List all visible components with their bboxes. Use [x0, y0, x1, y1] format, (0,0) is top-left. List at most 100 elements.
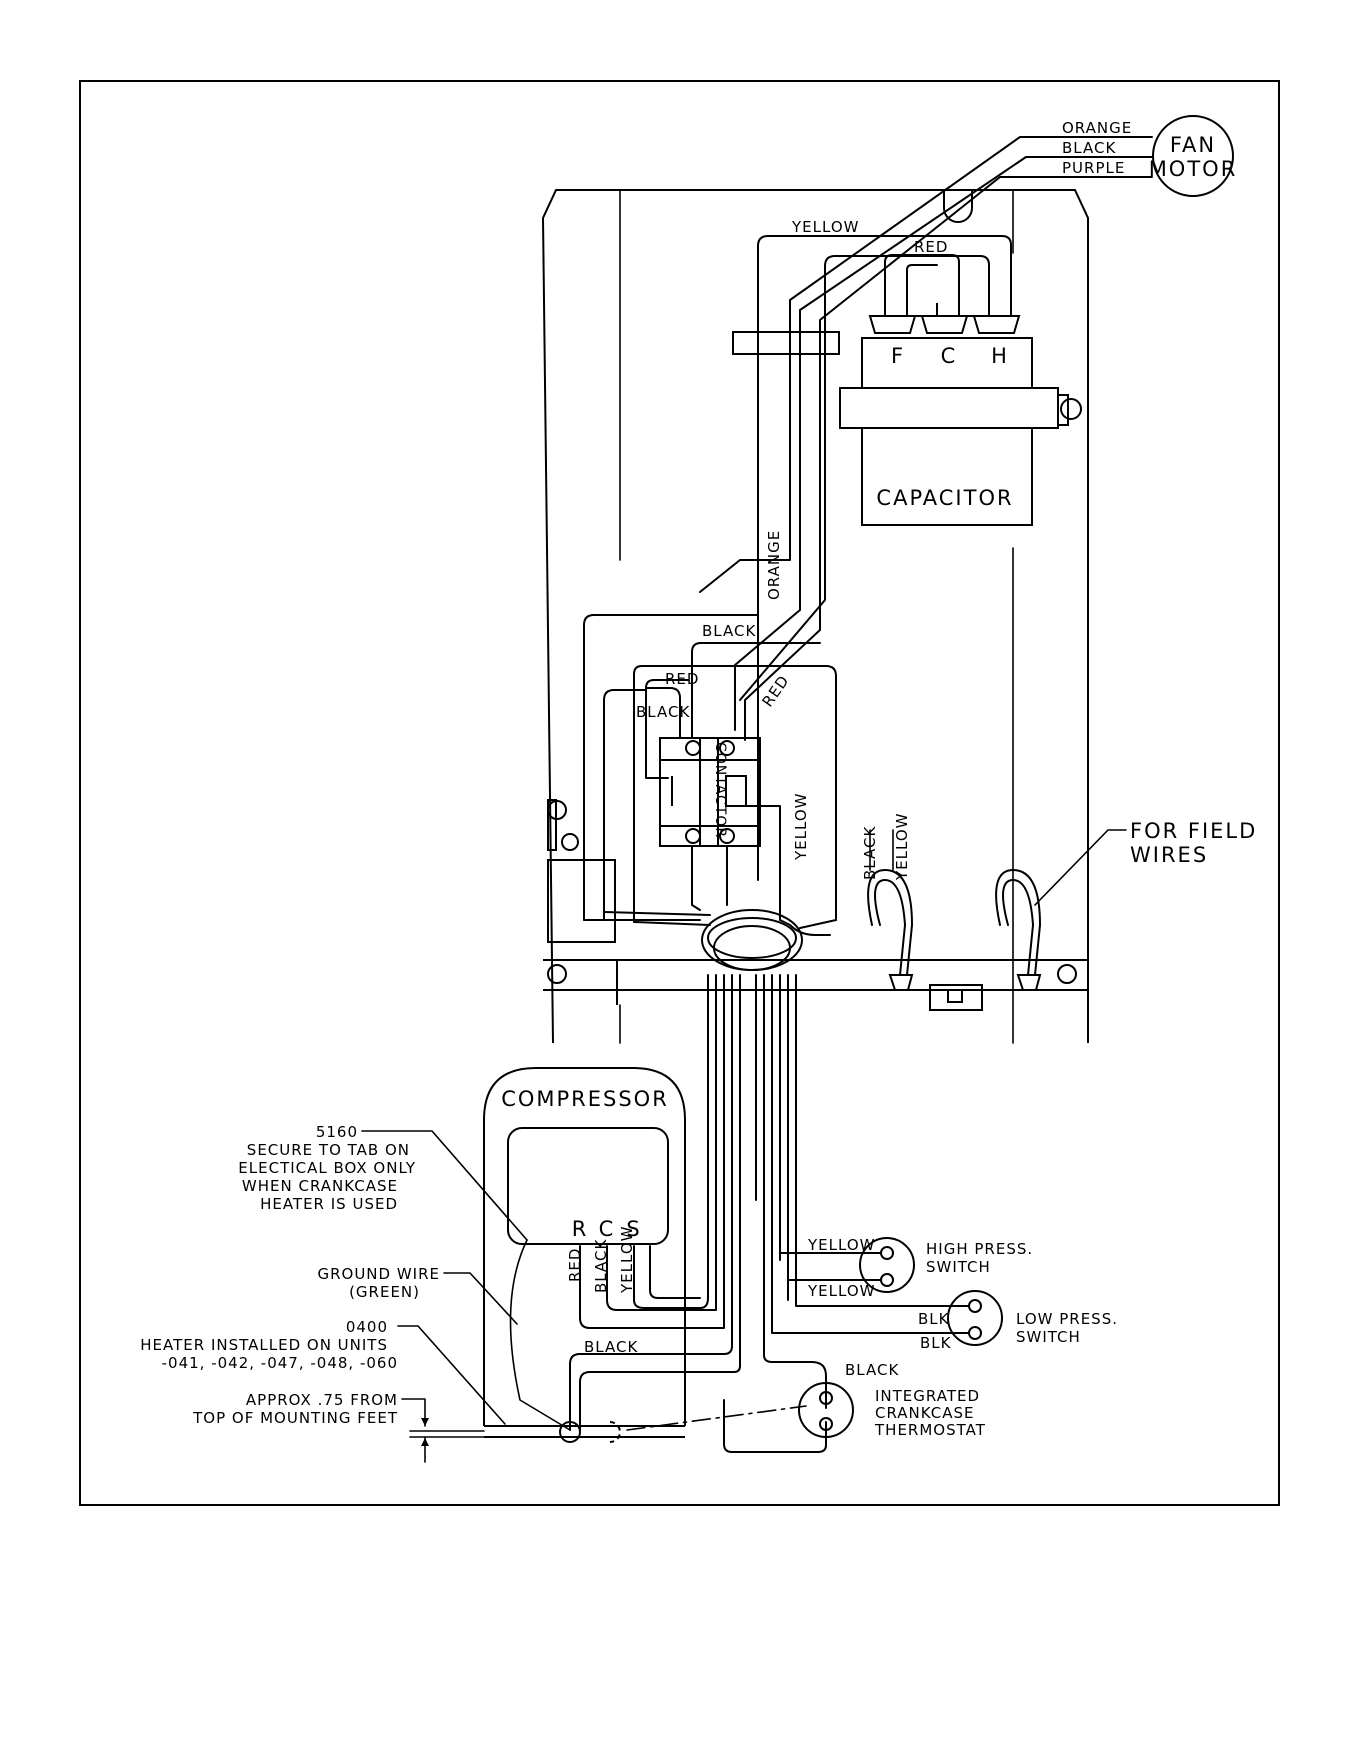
- contactor: CONTACTOR: [659, 737, 761, 847]
- low-press-line-1: LOW PRESS.: [1016, 1310, 1118, 1328]
- secure-tab-line-2: SECURE TO TAB ON: [247, 1141, 410, 1159]
- high-press-line-2: SWITCH: [926, 1258, 991, 1276]
- fan-wire-black: BLACK: [1062, 139, 1116, 157]
- fan-motor: FAN MOTOR: [1149, 115, 1238, 197]
- label-yellow-top: YELLOW: [791, 218, 859, 236]
- compressor: COMPRESSOR R C S: [483, 1067, 686, 1438]
- label-thermostat-black: BLACK: [845, 1361, 899, 1379]
- wire-left-loop: [603, 689, 647, 921]
- thermostat-line-3: THERMOSTAT: [874, 1421, 986, 1439]
- wire-comp-red: [579, 1245, 725, 1329]
- fan-wire-orange: ORANGE: [1062, 119, 1132, 137]
- compressor-title: COMPRESSOR: [501, 1087, 669, 1111]
- wire-red-cap-2: [906, 264, 938, 304]
- label-comp-black: BLACK: [592, 1239, 610, 1293]
- diagram-border: [79, 80, 1280, 1506]
- wire-red-cap-main: [739, 255, 990, 701]
- wire-clip: [732, 331, 840, 355]
- wire-orange-down: [583, 614, 759, 921]
- main-wire-bundle: [715, 974, 797, 1346]
- secure-tab-line-1: 5160: [316, 1123, 358, 1141]
- label-black-upper: BLACK: [702, 622, 756, 640]
- heater-line-1: 0400: [346, 1318, 388, 1336]
- grommet: [583, 909, 837, 971]
- field-wires-line-2: WIRES: [1130, 843, 1208, 867]
- crankcase-thermostat: [798, 1382, 854, 1438]
- compressor-terminal-r: R: [572, 1217, 589, 1241]
- annotation-approx: APPROX .75 FROM TOP OF MOUNTING FEET: [192, 1391, 485, 1463]
- wire-contactor-down-l: [691, 845, 701, 911]
- wire-black-upper: [691, 642, 821, 739]
- high-press-wire-bottom: YELLOW: [807, 1282, 875, 1300]
- heater-line-3: -041, -042, -047, -048, -060: [162, 1354, 398, 1372]
- wire-thermostat-2: [723, 1399, 827, 1453]
- label-red-upper: RED: [665, 670, 699, 688]
- field-wires-leader: [1034, 829, 1127, 906]
- label-black-field: BLACK: [861, 826, 879, 880]
- capacitor: F C H CAPACITOR: [839, 303, 1082, 526]
- wire-red-loop: [633, 665, 837, 923]
- fan-wire-purple: PURPLE: [1062, 159, 1125, 177]
- wire-comp-yellow-2: [649, 1245, 701, 1299]
- field-wire-loop-left: [867, 869, 914, 991]
- annotation-ground-wire: GROUND WIRE (GREEN): [317, 1265, 518, 1325]
- fan-motor-title-2: MOTOR: [1149, 157, 1238, 181]
- low-press-line-2: SWITCH: [1016, 1328, 1081, 1346]
- low-press-wire-bottom: BLK: [920, 1334, 952, 1352]
- wire-heater-black: [569, 1309, 733, 1431]
- label-comp-red: RED: [566, 1248, 584, 1282]
- electrical-box: [541, 189, 1089, 1044]
- thermostat-line-1: INTEGRATED: [875, 1387, 980, 1405]
- secure-tab-line-3: ELECTICAL BOX ONLY: [238, 1159, 416, 1177]
- approx-line-1: APPROX .75 FROM: [246, 1391, 398, 1409]
- low-press-wire-top: BLK: [918, 1310, 950, 1328]
- annotation-secure-tab: 5160 SECURE TO TAB ON ELECTICAL BOX ONLY…: [238, 1123, 571, 1431]
- capacitor-terminal-h: H: [991, 344, 1009, 368]
- label-red-cap: RED: [914, 238, 948, 256]
- ground-wire-line-2: (GREEN): [349, 1283, 420, 1301]
- wire-comp-black: [606, 1245, 717, 1311]
- wire-red-cap: [884, 254, 960, 304]
- capacitor-title: CAPACITOR: [876, 486, 1013, 510]
- capacitor-terminal-c: C: [941, 344, 958, 368]
- annotation-heater: 0400 HEATER INSTALLED ON UNITS -041, -04…: [140, 1318, 506, 1425]
- compressor-terminal-s: S: [626, 1217, 641, 1241]
- mounting-screw-icon: [547, 799, 579, 851]
- label-yellow-contactor: YELLOW: [792, 793, 810, 861]
- label-orange-vertical: ORANGE: [765, 530, 783, 600]
- wire-low-press-top: [795, 1239, 970, 1307]
- wire-yellow-top: [757, 235, 1012, 881]
- low-press-switch: [947, 1290, 1003, 1346]
- field-wire-loop-right: [995, 869, 1042, 991]
- ground-wire-line-1: GROUND WIRE: [317, 1265, 440, 1283]
- ground-screw-icon: [547, 964, 567, 984]
- capacitor-terminal-f: F: [891, 344, 905, 368]
- high-press-wire-top: YELLOW: [807, 1236, 875, 1254]
- field-wires-line-1: FOR FIELD: [1130, 819, 1257, 843]
- contactor-title: CONTACTOR: [712, 742, 728, 838]
- wire-red-upper: [645, 687, 681, 739]
- wire-black-contactor: [645, 679, 689, 779]
- wire-comp-yellow: [633, 974, 709, 1309]
- secure-tab-line-5: HEATER IS USED: [260, 1195, 398, 1213]
- label-comp-yellow: YELLOW: [618, 1226, 636, 1294]
- wire-thermostat: [763, 1344, 827, 1409]
- fan-wire-bundle: [699, 136, 1153, 741]
- label-red-diag: RED: [759, 672, 794, 711]
- fan-motor-title-1: FAN: [1170, 133, 1216, 157]
- label-yellow-field: YELLOW: [893, 813, 911, 881]
- tab-icon: [929, 984, 983, 1011]
- high-press-line-1: HIGH PRESS.: [926, 1240, 1033, 1258]
- label-heater-black: BLACK: [584, 1338, 638, 1356]
- label-black-contactor: BLACK: [636, 703, 690, 721]
- wire-yellow-contactor: [739, 805, 781, 921]
- approx-line-2: TOP OF MOUNTING FEET: [192, 1409, 398, 1427]
- wire-low-press-bottom: [771, 1279, 970, 1334]
- secure-tab-line-4: WHEN CRANKCASE: [242, 1177, 398, 1195]
- wire-heater-black-2: [579, 1319, 741, 1431]
- compressor-terminal-c: C: [599, 1217, 616, 1241]
- thermostat-line-2: CRANKCASE: [875, 1404, 975, 1422]
- crankcase-heater: [559, 1405, 807, 1443]
- heater-line-2: HEATER INSTALLED ON UNITS: [140, 1336, 388, 1354]
